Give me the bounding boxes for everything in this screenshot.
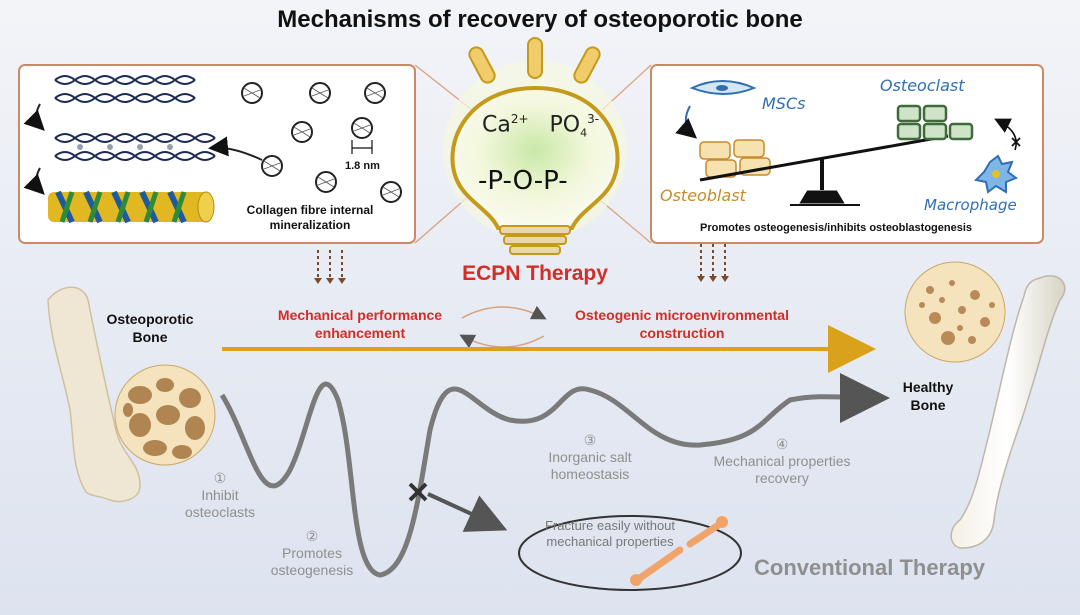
broken-bone-icon (630, 516, 728, 586)
osteogenic-construction-label: Osteogenic microenvironmental constructi… (575, 307, 789, 341)
msc-cell-icon (689, 80, 757, 95)
mineral-dots (77, 144, 173, 150)
step-3-label: Inorganic salt homeostasis (548, 449, 632, 482)
step-1-label: Inhibit osteoclasts (184, 487, 256, 520)
step-2: ② Promotes osteogenesis (252, 528, 372, 579)
osteoclast-cells-icon (896, 104, 974, 141)
macrophage-label: Macrophage (924, 196, 1017, 214)
process-arrows (23, 103, 263, 195)
conventional-therapy-curve (219, 372, 890, 578)
msc-label: MSCs (762, 94, 806, 113)
fracture-arrow (427, 492, 508, 532)
macrophage-cell-icon (973, 154, 1019, 194)
dense-structure (919, 280, 995, 345)
bulb-chain: -P-O-P- (478, 166, 568, 196)
step-3-number: ③ (583, 432, 597, 448)
osteoporotic-bone-label: Osteoporotic Bone (106, 311, 194, 345)
conventional-therapy-label: Conventional Therapy (754, 555, 986, 580)
diagram-title: Mechanisms of recovery of osteoporotic b… (277, 6, 803, 33)
dotted-down-arrows (317, 244, 726, 278)
right-panel-caption: Promotes osteogenesis/inhibits osteoblas… (700, 222, 973, 234)
ion-phosphate-sub: 4 (580, 126, 588, 140)
osteoblast-label: Osteoblast (660, 186, 746, 205)
step-1: ① Inhibit osteoclasts (170, 470, 270, 521)
ion-phosphate: PO (549, 112, 581, 138)
fracture-ellipse (518, 515, 742, 591)
ion-calcium-charge: 2+ (510, 112, 529, 126)
fail-cross-icon (408, 482, 428, 502)
ecpn-therapy-title: ECPN Therapy (462, 262, 608, 285)
ion-calcium: Ca (482, 112, 511, 138)
step-2-number: ② (305, 528, 319, 544)
bulb-ions: Ca2+ PO43- (482, 112, 599, 140)
porous-structure (123, 378, 205, 459)
balance-scale-icon (699, 134, 949, 206)
step-4: ④ Mechanical properties recovery (690, 436, 874, 487)
left-panel-caption: Collagen fibre internal mineralization (246, 203, 374, 232)
step-2-label: Promotes osteogenesis (270, 545, 354, 578)
step-1-number: ① (213, 470, 227, 486)
step-4-label: Mechanical properties recovery (713, 453, 851, 486)
mineralized-fibre-icon (48, 190, 215, 224)
step-4-number: ④ (775, 436, 789, 452)
fracture-label: Fracture easily without mechanical prope… (544, 518, 676, 549)
osteoporotic-bone-icon (47, 286, 141, 503)
measure-bracket (351, 140, 373, 154)
step-3: ③ Inorganic salt homeostasis (520, 432, 660, 483)
mineral-particles-icon (241, 82, 402, 203)
light-bulb-icon (443, 37, 627, 255)
healthy-microstructure-icon (904, 261, 1006, 363)
reciprocal-arrows-icon (459, 305, 547, 349)
measure-label: 1.8 nm (345, 160, 380, 172)
ion-phosphate-charge: 3- (587, 112, 600, 126)
blocked-cross-icon (1011, 137, 1021, 147)
healthy-bone-icon (950, 275, 1066, 549)
mechanical-enhancement-label: Mechanical performance enhancement (277, 307, 443, 341)
collagen-helix-icon (54, 75, 216, 161)
osteoclast-label: Osteoclast (880, 76, 965, 95)
healthy-bone-label: Healthy Bone (902, 379, 954, 413)
